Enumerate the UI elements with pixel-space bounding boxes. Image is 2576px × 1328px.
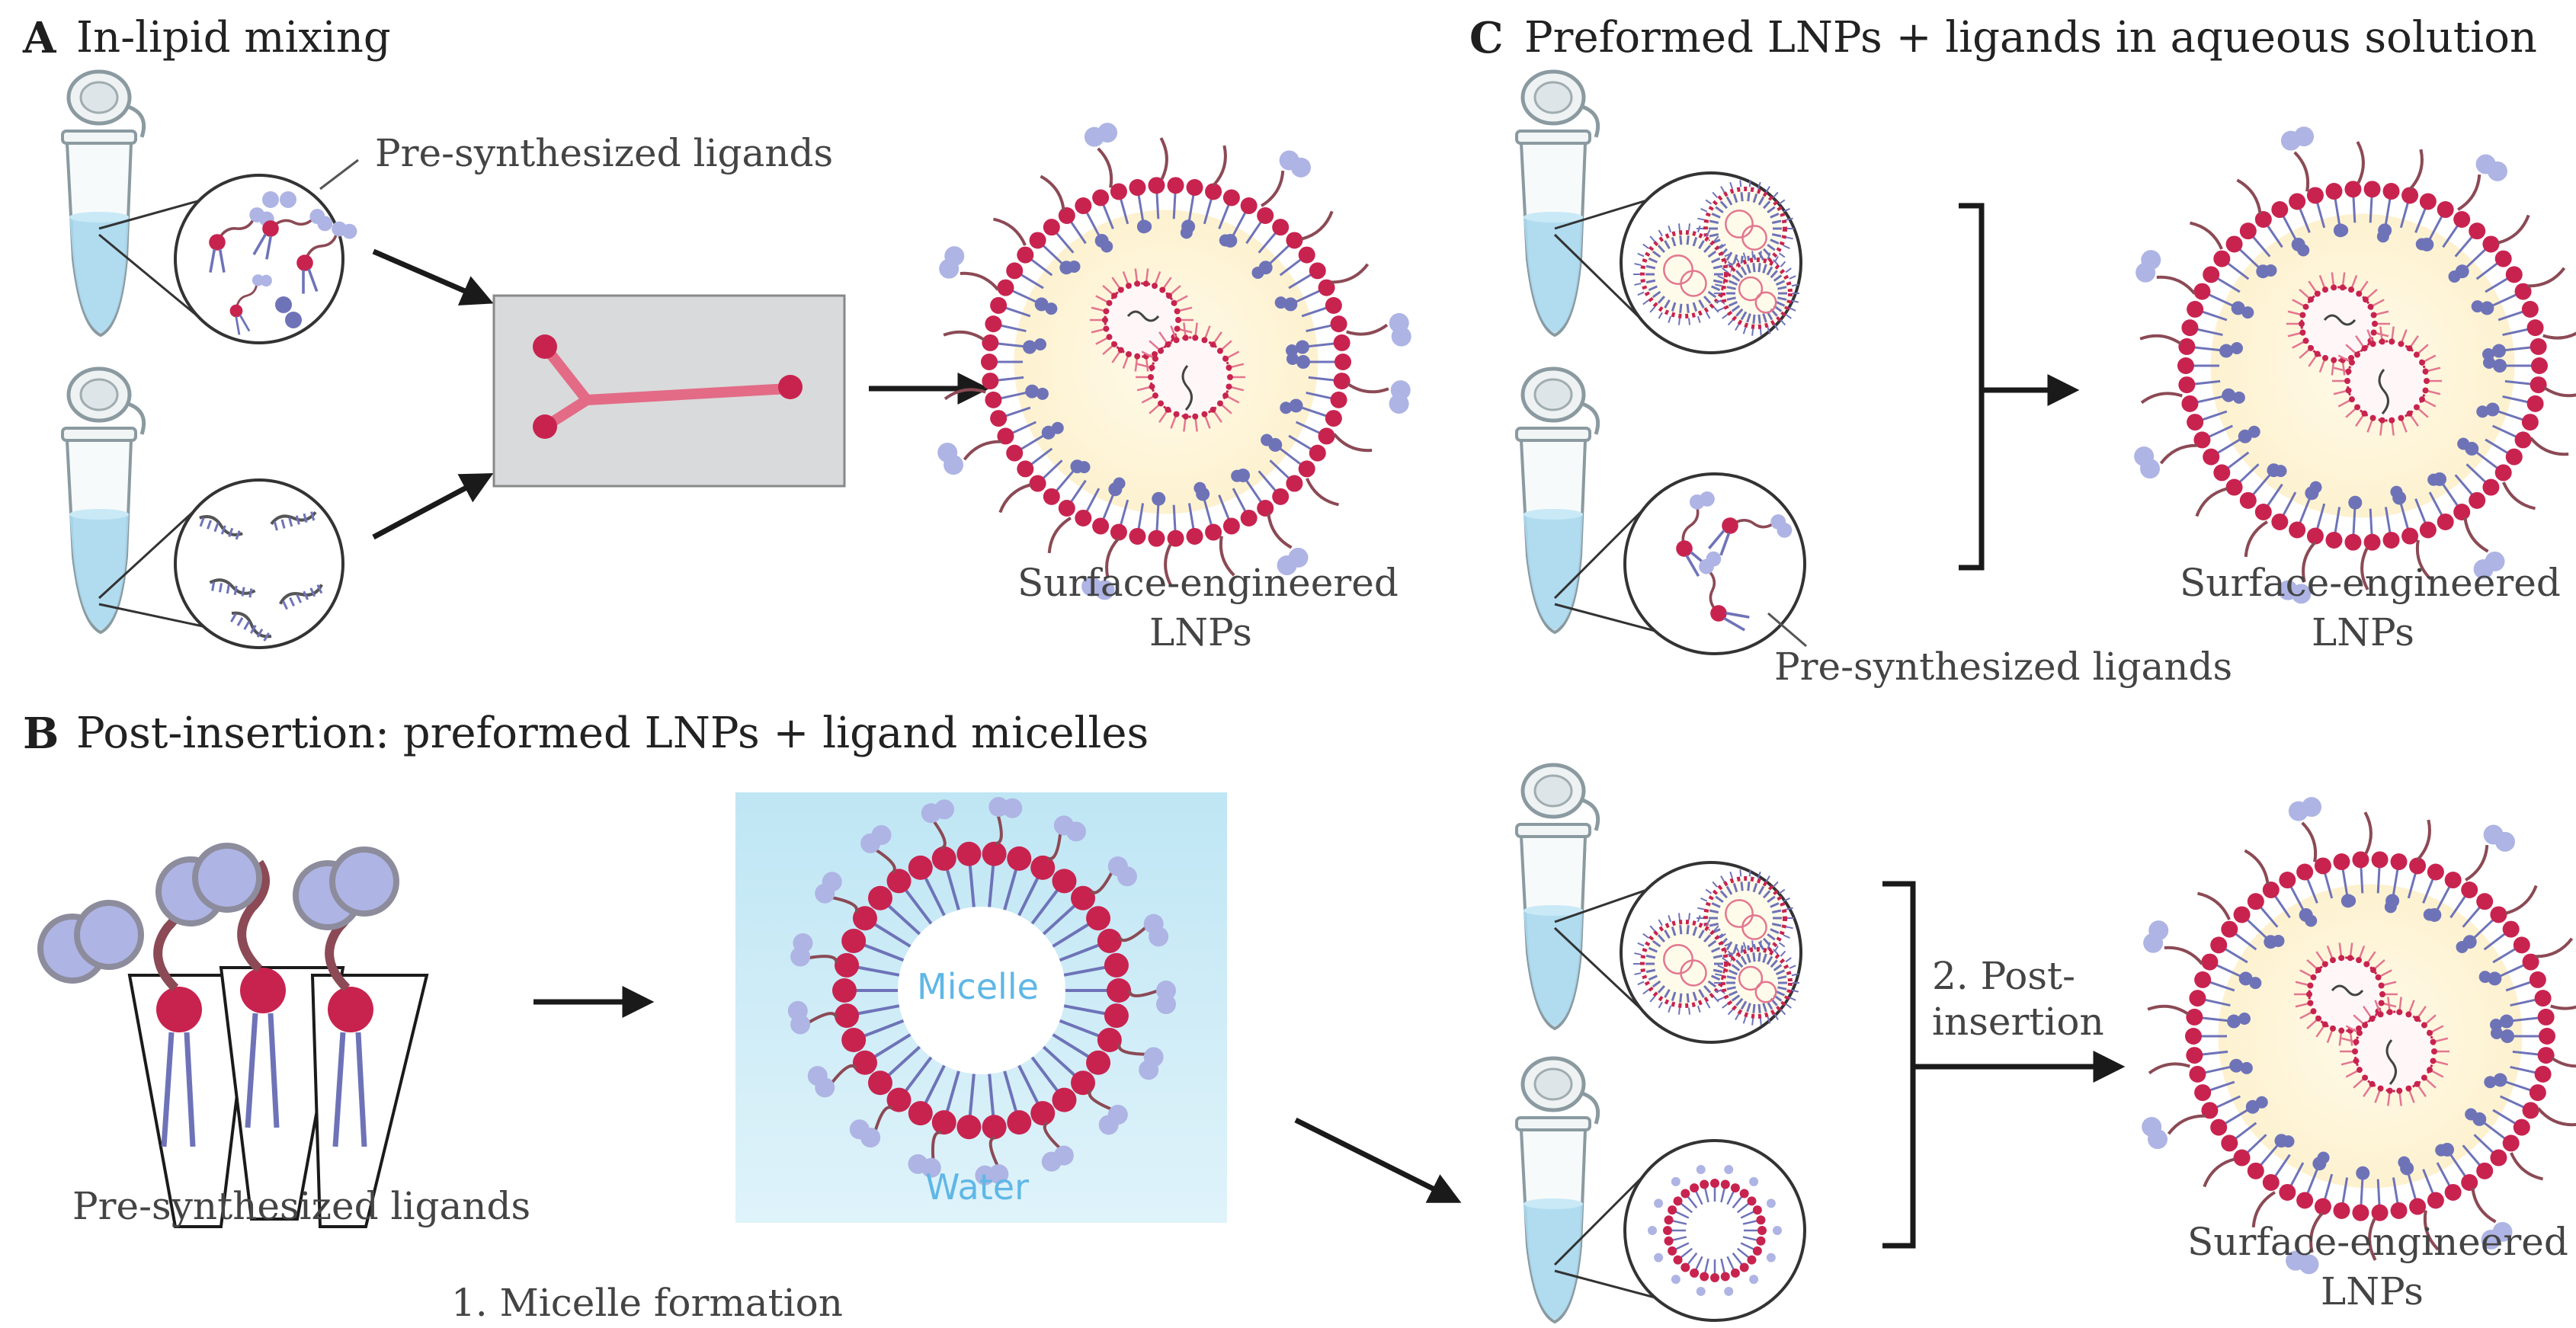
panel-c-ligand-label: Pre-synthesized ligands xyxy=(1774,645,2233,689)
step2-post-insertion-label-line1: 2. Post- xyxy=(1932,954,2075,998)
panel-a-zoom-ligands xyxy=(98,174,357,344)
panel-a-title: In-lipid mixing xyxy=(76,13,391,62)
panel-c-bracket xyxy=(1959,203,1985,571)
panel-c-result-label-line1: Surface-engineered xyxy=(2180,561,2561,605)
step1-micelle-formation-label: 1. Micelle formation xyxy=(451,1281,843,1325)
water-label: Water xyxy=(925,1166,1029,1208)
panel-b-title: Post-insertion: preformed LNPs + ligand … xyxy=(76,709,1149,758)
panel-c-title: Preformed LNPs + ligands in aqueous solu… xyxy=(1524,13,2537,62)
panel-b-tube-lnps xyxy=(1515,763,1600,1031)
panel-b-surface-engineered-lnp xyxy=(2142,797,2576,1275)
panel-a-tube-ligands xyxy=(61,69,146,338)
panel-b-tube-micelles xyxy=(1515,1056,1600,1324)
panel-b-zoom-lnps xyxy=(1553,861,1802,1044)
panel-b-ligand-cone xyxy=(37,843,429,1228)
panel-b-micelle-box xyxy=(735,792,1227,1223)
panel-b-result-label-line1: Surface-engineered xyxy=(2187,1220,2568,1264)
panel-b-bracket xyxy=(1882,881,1916,1249)
panel-b-ligand-label: Pre-synthesized ligands xyxy=(72,1184,531,1228)
panel-c-result-label-line2: LNPs xyxy=(2312,610,2414,654)
micelle-label: Micelle xyxy=(917,966,1039,1007)
panel-a-ligand-leader xyxy=(319,158,359,190)
panel-a-arrow-nucleic-acid-to-chip xyxy=(372,473,494,540)
panel-b-letter: B xyxy=(23,709,59,759)
panel-a-letter: A xyxy=(23,13,56,63)
panel-c-letter: C xyxy=(1469,13,1504,63)
panel-c-zoom-lnps xyxy=(1553,171,1802,354)
panel-c-tube-lnps xyxy=(1515,69,1600,338)
panel-c-tube-ligands xyxy=(1515,366,1600,635)
panel-b-zoom-micelles xyxy=(1553,1139,1806,1322)
panel-c-surface-engineered-lnp xyxy=(2134,126,2576,604)
panel-a-arrow-ligands-to-chip xyxy=(372,248,494,306)
panel-a-zoom-nucleic-acid xyxy=(98,478,344,649)
panel-a-surface-engineered-lnp xyxy=(937,123,1411,600)
step2-post-insertion-label-line2: insertion xyxy=(1932,1000,2104,1044)
panel-c-ligand-leader xyxy=(1767,612,1807,648)
panel-c-zoom-ligands xyxy=(1553,472,1806,655)
panel-a-microfluidic-chip xyxy=(492,294,846,488)
panel-a-ligand-label: Pre-synthesized ligands xyxy=(375,131,834,175)
panel-a-result-label-line1: Surface-engineered xyxy=(1017,561,1399,605)
panel-a-result-label-line2: LNPs xyxy=(1149,610,1252,654)
panel-b-result-label-line2: LNPs xyxy=(2321,1269,2424,1314)
panel-b-arrow-micelle-to-tube xyxy=(1294,1117,1462,1203)
